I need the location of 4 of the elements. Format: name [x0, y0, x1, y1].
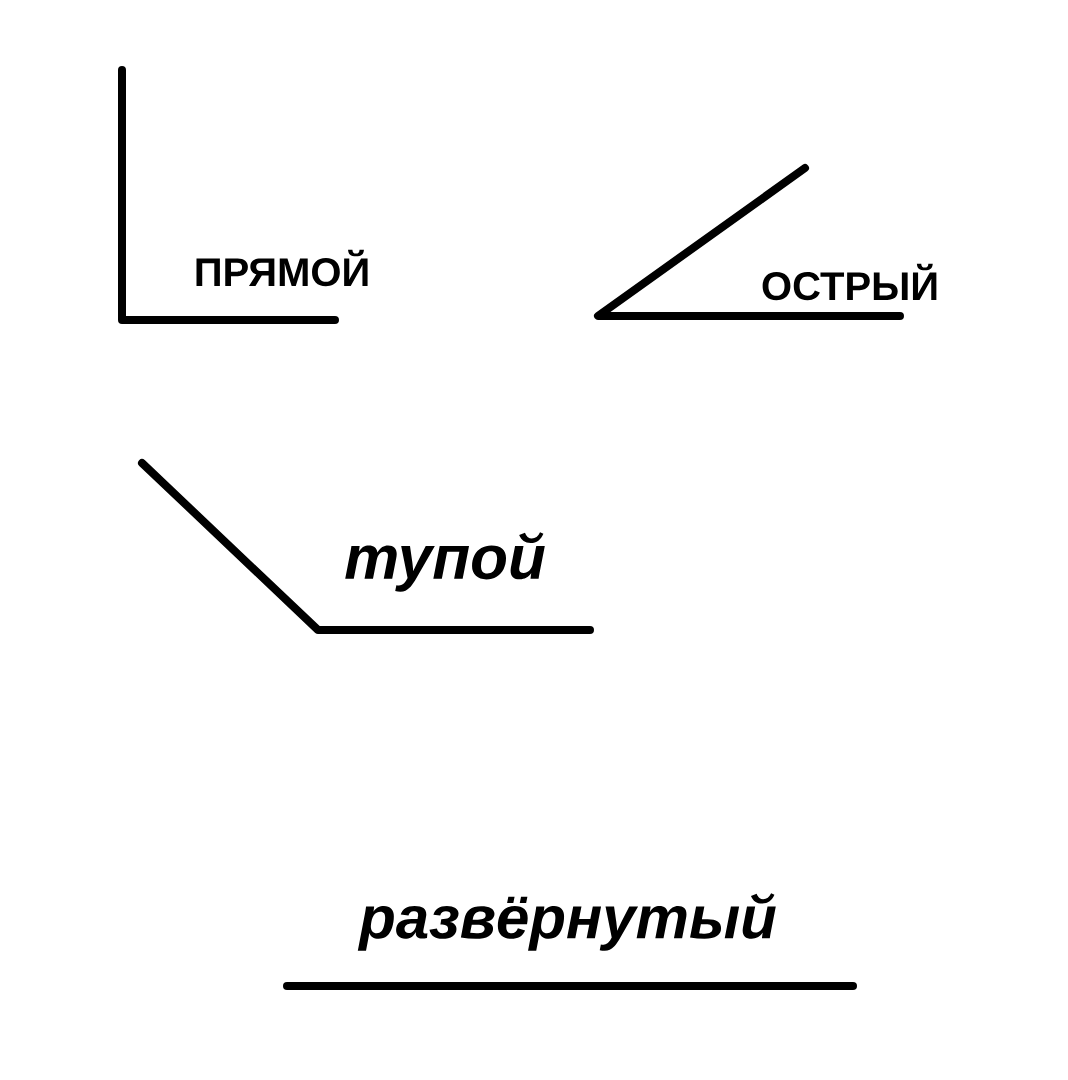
angle-label: ОСТРЫЙ	[762, 263, 937, 301]
angle-label: развёрнутый	[357, 893, 776, 951]
angle-label: тупой	[345, 532, 545, 592]
angle-label: ПРЯМОЙ	[196, 249, 368, 287]
